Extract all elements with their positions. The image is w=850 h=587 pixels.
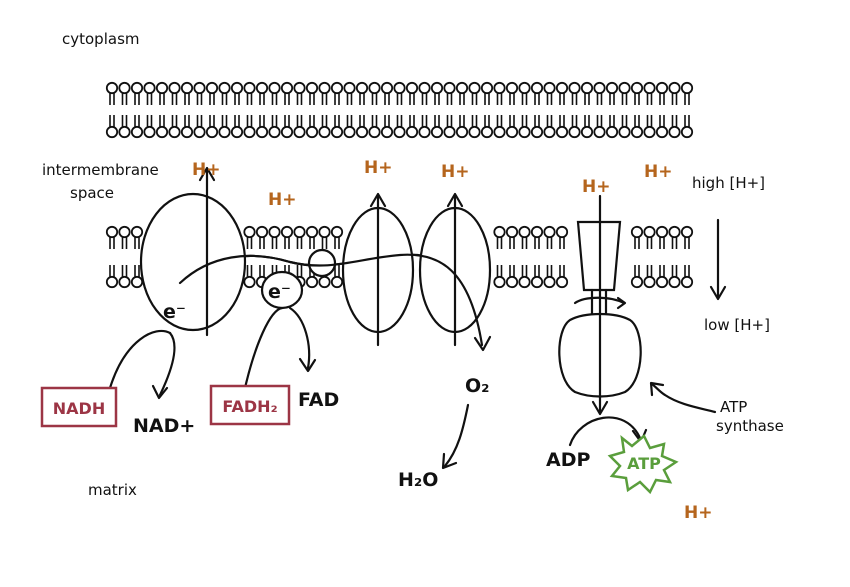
- nadh-box: [40, 386, 118, 428]
- fadh2-label: FADH₂: [222, 397, 277, 416]
- complex-i: [139, 166, 247, 337]
- o2-label: O₂: [465, 375, 489, 397]
- atp-label: ATP: [627, 454, 661, 473]
- fad-arrow: [288, 306, 311, 370]
- complex-iii: [341, 192, 415, 347]
- region-matrix: matrix: [88, 481, 137, 499]
- proton-3: H+: [364, 158, 392, 178]
- nadh-arrow: [108, 329, 172, 390]
- nadh-label: NADH: [53, 399, 105, 418]
- proton-7: H+: [684, 503, 712, 523]
- region-intermembrane-space: space: [70, 184, 114, 202]
- proton-2: H+: [268, 190, 296, 210]
- fad-label: FAD: [298, 389, 339, 411]
- region-cytoplasm: cytoplasm: [62, 30, 140, 48]
- o2-arrow: [443, 403, 470, 468]
- fadh2-box: [209, 384, 291, 426]
- atp-synthase-label-1: ATP: [720, 398, 747, 416]
- atp-synthase-pointer-head: [649, 381, 665, 397]
- electron-complex-ii: e⁻: [268, 281, 291, 303]
- adp-atp-arrow: [568, 416, 642, 447]
- inner-membrane: [105, 225, 694, 289]
- atp-synthase-pointer: [650, 382, 717, 414]
- proton-1: H+: [192, 160, 220, 180]
- proton-5: H+: [582, 177, 610, 197]
- fad-arrowhead: [298, 357, 317, 373]
- nad-arrowhead: [151, 384, 169, 400]
- electron-complex-i: e⁻: [163, 301, 186, 323]
- region-intermembrane: intermembrane: [42, 161, 159, 179]
- label-high-h: high [H+]: [692, 174, 765, 192]
- h2o-arrowhead: [441, 452, 458, 470]
- electron-path-arrowhead: [473, 335, 492, 352]
- fadh2-arrow: [243, 306, 284, 390]
- nad-arrow: [158, 331, 176, 397]
- gradient-arrowhead: [709, 285, 727, 301]
- atp-synthase-label-2: synthase: [716, 417, 784, 435]
- atp-burst: [607, 434, 679, 495]
- electron-path-overlay: [178, 253, 484, 347]
- complex-iv: [418, 192, 492, 347]
- outer-membrane: [105, 81, 694, 139]
- label-low-h: low [H+]: [704, 316, 770, 334]
- adp-label: ADP: [546, 449, 590, 471]
- proton-4: H+: [441, 162, 469, 182]
- atp-synthase: [558, 194, 642, 416]
- proton-6: H+: [644, 162, 672, 182]
- h2o-label: H₂O: [398, 469, 438, 491]
- nad-label: NAD+: [133, 415, 195, 437]
- ubiquinone: [307, 248, 337, 278]
